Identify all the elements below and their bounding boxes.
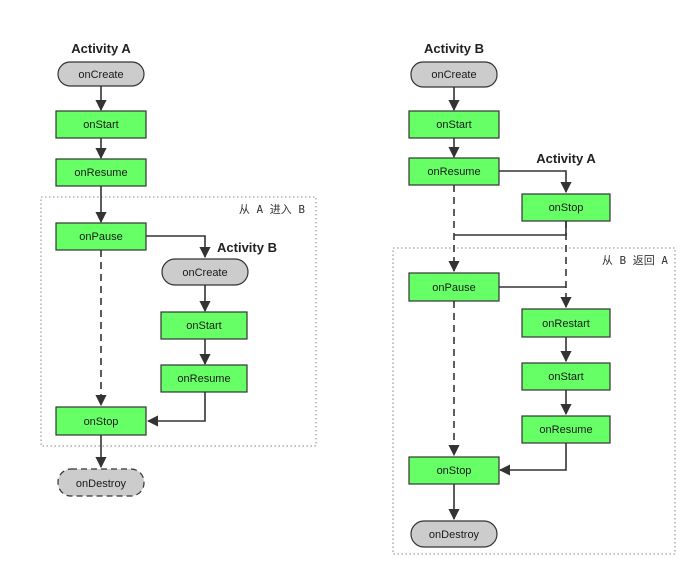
right-diagram: 从 B 返回 A Activity B Activity A onCreate … xyxy=(392,41,676,555)
right-node-a-onrestart: onRestart xyxy=(521,308,611,338)
right-edge-astop-join xyxy=(454,221,567,236)
left-node-b-onresume-label: onResume xyxy=(177,373,230,385)
right-node-a-onresume-label: onResume xyxy=(539,424,592,436)
right-node-onresume-label: onResume xyxy=(427,166,480,178)
left-diagram: 从 A 进入 B Activity A Activity B onCreate … xyxy=(40,41,317,497)
right-node-a-onstop: onStop xyxy=(521,193,611,222)
right-node-ondestroy: onDestroy xyxy=(410,520,498,548)
right-node-onstop-label: onStop xyxy=(437,465,472,477)
left-region-label: 从 A 进入 B xyxy=(239,203,305,216)
left-edge-bresume-stop xyxy=(146,392,206,427)
left-activity-b-heading: Activity B xyxy=(217,240,277,255)
left-transition-region xyxy=(40,196,317,447)
right-node-oncreate-label: onCreate xyxy=(431,69,476,81)
left-node-onpause: onPause xyxy=(55,222,147,251)
right-node-a-onstop-label: onStop xyxy=(549,202,584,214)
left-node-oncreate-label: onCreate xyxy=(78,69,123,81)
right-node-ondestroy-label: onDestroy xyxy=(429,529,480,541)
right-edge-resume-astop xyxy=(499,170,572,194)
right-node-a-onrestart-label: onRestart xyxy=(542,318,590,330)
left-node-onstop-label: onStop xyxy=(84,416,119,428)
left-node-onpause-label: onPause xyxy=(79,231,122,243)
right-region-label: 从 B 返回 A xyxy=(602,254,668,267)
left-node-ondestroy: onDestroy xyxy=(57,468,145,497)
right-node-onstop: onStop xyxy=(408,456,500,485)
right-activity-a-heading: Activity A xyxy=(536,151,596,166)
left-node-b-onstart-label: onStart xyxy=(186,320,221,332)
right-node-onresume: onResume xyxy=(408,157,500,186)
right-node-onstart-label: onStart xyxy=(436,119,471,131)
left-node-onstart: onStart xyxy=(55,110,147,139)
left-node-oncreate: onCreate xyxy=(57,61,145,87)
right-node-oncreate: onCreate xyxy=(410,61,498,88)
left-activity-a-heading: Activity A xyxy=(71,41,131,56)
left-node-b-oncreate: onCreate xyxy=(161,258,249,286)
right-node-onpause: onPause xyxy=(408,272,500,302)
right-edge-aresume-stop xyxy=(498,443,567,476)
left-node-b-oncreate-label: onCreate xyxy=(182,267,227,279)
left-node-onresume: onResume xyxy=(55,158,147,187)
right-transition-region xyxy=(392,247,676,555)
left-node-onstop: onStop xyxy=(55,406,147,436)
right-node-onstart: onStart xyxy=(408,110,500,139)
right-node-a-onstart: onStart xyxy=(521,362,611,391)
left-node-b-onstart: onStart xyxy=(160,311,248,340)
left-node-b-onresume: onResume xyxy=(160,364,248,393)
right-node-a-onstart-label: onStart xyxy=(548,371,583,383)
right-node-a-onresume: onResume xyxy=(521,415,611,444)
left-edge-pause-bcreate xyxy=(146,235,211,259)
right-node-onpause-label: onPause xyxy=(432,282,475,294)
right-activity-b-heading: Activity B xyxy=(424,41,484,56)
left-node-ondestroy-label: onDestroy xyxy=(76,478,127,490)
left-node-onstart-label: onStart xyxy=(83,119,118,131)
left-node-onresume-label: onResume xyxy=(74,167,127,179)
